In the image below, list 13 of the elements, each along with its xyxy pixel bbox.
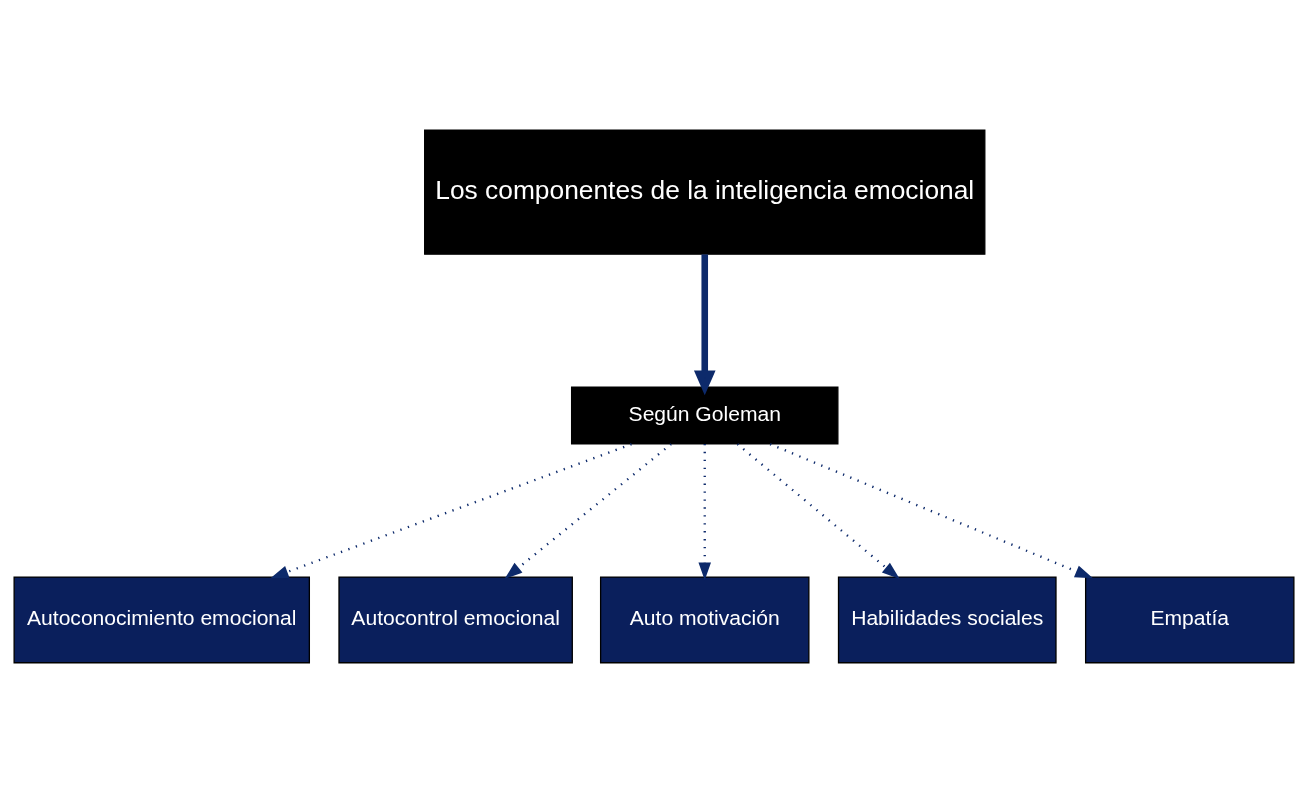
node-box: Autocontrol emocional — [338, 575, 573, 663]
arrow — [769, 442, 1093, 578]
node-box: Autoconocimiento emocional — [13, 575, 310, 663]
node-box: Habilidades sociales — [837, 575, 1057, 663]
arrow — [736, 442, 900, 579]
arrow — [698, 443, 711, 580]
node-box: Auto motivación — [599, 575, 810, 663]
arrow — [504, 442, 672, 579]
node-box: Empatía — [1084, 575, 1295, 663]
arrow — [270, 442, 632, 578]
arrow — [693, 253, 716, 395]
node-box: Los componentes de la inteligencia emocional — [424, 129, 986, 255]
node-box: Según Goleman — [570, 386, 839, 445]
